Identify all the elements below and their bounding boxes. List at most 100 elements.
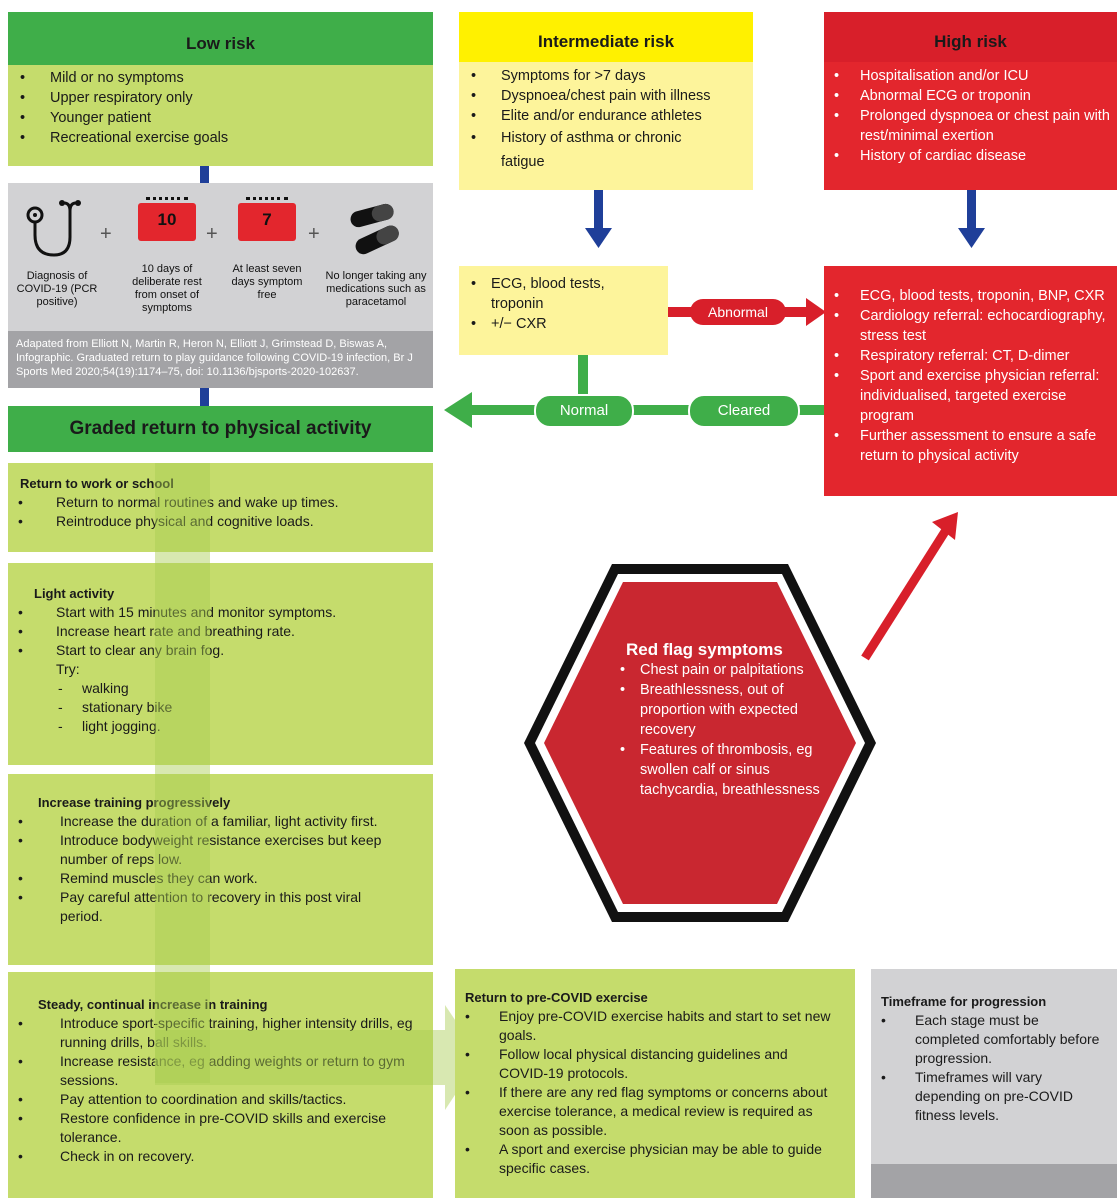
list-item: Remind muscles they can work. [8, 869, 393, 888]
calendar-icon: 7 [238, 195, 296, 241]
arrow-abnormal-head [806, 298, 826, 326]
low-risk-list: Mild or no symptoms Upper respiratory on… [8, 68, 433, 148]
arrow-normal-head [444, 392, 472, 428]
stethoscope-icon [26, 200, 81, 257]
list-item: Elite and/or endurance athletes [459, 106, 753, 126]
high-tests-box: ECG, blood tests, troponin, BNP, CXR Car… [824, 266, 1117, 496]
intermediate-risk-header: Intermediate risk [459, 12, 753, 62]
red-flag-list: Chest pain or palpitations Breathlessnes… [610, 660, 840, 800]
stage-increase-box: Increase training progressively Increase… [8, 774, 433, 965]
list-item: Features of thrombosis, eg swollen calf … [610, 740, 840, 800]
list-item: Follow local physical distancing guideli… [455, 1045, 839, 1083]
stage-increase-list: Increase the duration of a familiar, lig… [8, 812, 433, 926]
try-item-jogging: -light jogging. [58, 718, 161, 734]
list-item: Start to clear any brain fog. [8, 641, 433, 660]
list-item: Pay attention to coordination and skills… [8, 1090, 417, 1109]
list-item: Upper respiratory only [8, 88, 433, 108]
stage-precovid-title: Return to pre-COVID exercise [465, 990, 648, 1005]
list-item: Each stage must be completed comfortably… [871, 1011, 1105, 1068]
citation: Adapated from Elliott N, Martin R, Heron… [8, 331, 433, 388]
list-item: Abnormal ECG or troponin [824, 86, 1117, 106]
try-label: Try: [56, 661, 80, 677]
criteria-caption: At least seven days symptom free [231, 263, 303, 301]
list-item: Breathlessness, out of proportion with e… [610, 680, 840, 740]
timeframe-list: Each stage must be completed comfortably… [871, 1011, 1117, 1125]
high-risk-list: Hospitalisation and/or ICU Abnormal ECG … [824, 66, 1117, 166]
list-item: Symptoms for >7 days [459, 66, 753, 86]
stage-increase-title: Increase training progressively [38, 795, 231, 810]
arrow-high-head [958, 228, 985, 248]
list-item: ECG, blood tests, troponin, BNP, CXR [824, 286, 1117, 306]
calendar-number: 10 [157, 210, 177, 229]
plus-sign: + [308, 223, 320, 245]
high-tests-list: ECG, blood tests, troponin, BNP, CXR Car… [824, 286, 1117, 466]
list-item: Start with 15 minutes and monitor sympto… [8, 603, 433, 622]
stage-work-title: Return to work or school [20, 476, 174, 491]
normal-label: Normal [534, 394, 634, 428]
intermediate-tests-list: ECG, blood tests, troponin +/− CXR [459, 274, 668, 334]
criteria-rest: 10 10 days of deliberate rest from onset… [122, 195, 212, 315]
list-item: Pay careful attention to recovery in thi… [8, 888, 393, 926]
list-item: A sport and exercise physician may be ab… [455, 1140, 839, 1178]
list-item: Hospitalisation and/or ICU [824, 66, 1117, 86]
timeframe-footer [871, 1164, 1117, 1198]
arrow-normal-horizontal [470, 405, 830, 415]
timeframe-title: Timeframe for progression [881, 994, 1047, 1009]
low-risk-header: Low risk [8, 12, 433, 65]
connector-low-to-criteria [200, 166, 209, 186]
list-item: Check in on recovery. [8, 1147, 417, 1166]
list-item: Return to normal routines and wake up ti… [8, 493, 433, 512]
list-item: Introduce bodyweight resistance exercise… [8, 831, 393, 869]
list-item: If there are any red flag symptoms or co… [455, 1083, 839, 1140]
list-item: Younger patient [8, 108, 433, 128]
criteria-caption: No longer taking any medications such as… [325, 270, 427, 308]
stage-light-title: Light activity [34, 586, 115, 601]
stage-steady-list: Introduce sport-specific training, highe… [8, 1014, 433, 1166]
pills-icon [350, 203, 399, 255]
stage-steady-title: Steady, continual increase in training [38, 997, 268, 1012]
try-item-walking: -walking [58, 680, 129, 696]
criteria-caption: Diagnosis of COVID-19 (PCR positive) [16, 270, 98, 308]
list-item: Respiratory referral: CT, D-dimer [824, 346, 1117, 366]
list-item: Increase resistance, eg adding weights o… [8, 1052, 417, 1090]
high-risk-box: Hospitalisation and/or ICU Abnormal ECG … [824, 62, 1117, 190]
list-item: Reintroduce physical and cognitive loads… [8, 512, 433, 531]
list-item: Timeframes will vary depending on pre-CO… [871, 1068, 1105, 1125]
criteria-symptom-free: 7 At least seven days symptom free [224, 195, 310, 302]
list-item: Enjoy pre-COVID exercise habits and star… [455, 1007, 839, 1045]
criteria-diagnosis: Diagnosis of COVID-19 (PCR positive) [14, 195, 100, 309]
abnormal-label: Abnormal [690, 299, 786, 325]
criteria-panel: Diagnosis of COVID-19 (PCR positive) + 1… [8, 183, 433, 388]
try-item-bike: -stationary bike [58, 699, 173, 715]
cleared-label: Cleared [688, 394, 800, 428]
list-item: Restore confidence in pre-COVID skills a… [8, 1109, 417, 1147]
stage-work-box: Return to work or school Return to norma… [8, 463, 433, 552]
list-item: Further assessment to ensure a safe retu… [824, 426, 1117, 466]
stage-work-list: Return to normal routines and wake up ti… [8, 493, 433, 531]
plus-sign: + [206, 223, 218, 245]
list-item: Sport and exercise physician referral: i… [824, 366, 1117, 426]
criteria-caption: 10 days of deliberate rest from onset of… [132, 263, 202, 314]
list-item: Prolonged dyspnoea or chest pain with re… [824, 106, 1117, 146]
stage-precovid-box: Return to pre-COVID exercise Enjoy pre-C… [455, 969, 855, 1198]
list-item: +/− CXR [459, 314, 668, 334]
list-item: Mild or no symptoms [8, 68, 433, 88]
timeframe-box: Timeframe for progression Each stage mus… [871, 969, 1117, 1198]
list-item: History of cardiac disease [824, 146, 1117, 166]
list-item: ECG, blood tests, troponin [459, 274, 668, 314]
red-flag-title: Red flag symptoms [626, 640, 783, 659]
list-item: Dyspnoea/chest pain with illness [459, 86, 753, 106]
arrow-redflag-shaft [861, 527, 950, 661]
arrow-intermediate-head [585, 228, 612, 248]
red-flag-content: Red flag symptoms Chest pain or palpitat… [610, 640, 840, 800]
calendar-icon: 10 [138, 195, 196, 241]
arrow-high-shaft [967, 190, 976, 228]
stage-light-box: Light activity Start with 15 minutes and… [8, 563, 433, 765]
stage-steady-box: Steady, continual increase in training I… [8, 972, 433, 1198]
stage-precovid-list: Enjoy pre-COVID exercise habits and star… [455, 1007, 855, 1178]
intermediate-tests-box: ECG, blood tests, troponin +/− CXR [459, 266, 668, 355]
connector-criteria-to-graded [200, 388, 209, 408]
intermediate-risk-list: Symptoms for >7 days Dyspnoea/chest pain… [459, 66, 753, 174]
arrow-intermediate-shaft [594, 190, 603, 228]
list-item: Increase the duration of a familiar, lig… [8, 812, 393, 831]
